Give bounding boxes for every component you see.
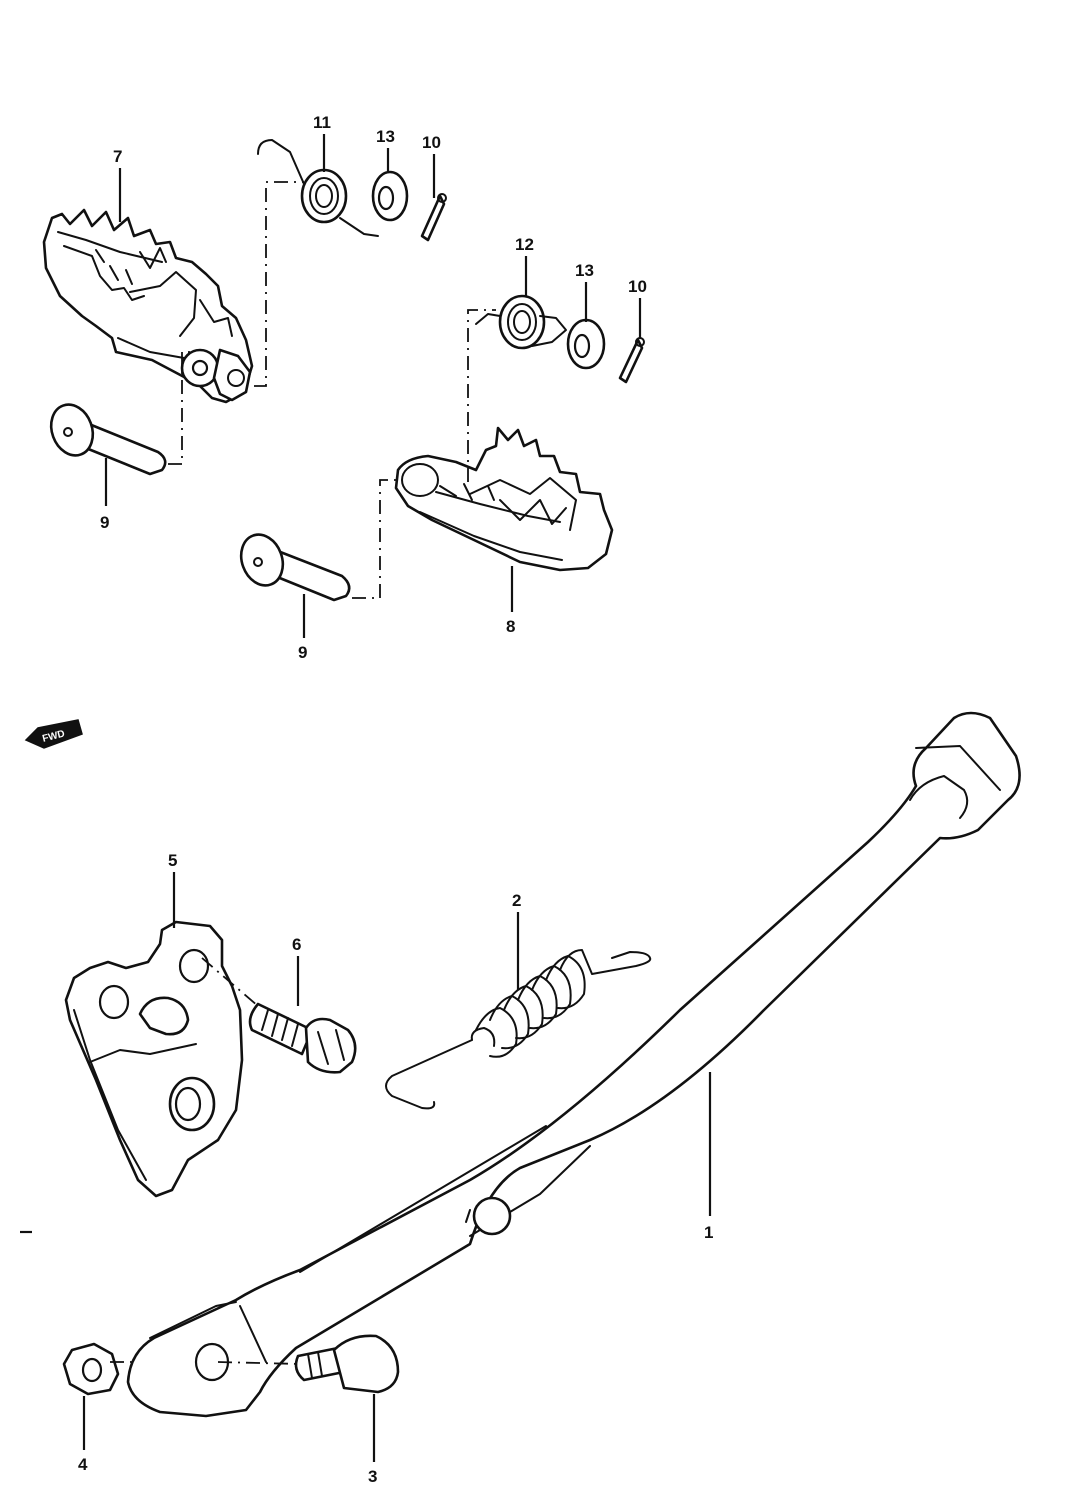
footrest-left <box>42 208 254 404</box>
front-direction-badge: FWD <box>24 719 83 749</box>
callout-13-upper: 13 <box>376 127 395 146</box>
callout-9-upper: 9 <box>100 513 109 532</box>
cotter-pin-lower <box>618 337 645 384</box>
pivot-bolt <box>294 1334 400 1394</box>
spring-11 <box>257 139 379 237</box>
callout-9-lower: 9 <box>298 643 307 662</box>
callout-13-lower: 13 <box>575 261 594 280</box>
pivot-nut <box>62 1342 120 1396</box>
callout-2: 2 <box>512 891 521 910</box>
leader-lines <box>20 134 712 1462</box>
callout-7: 7 <box>113 147 122 166</box>
assembly-lines <box>110 181 496 1365</box>
callout-12: 12 <box>515 235 534 254</box>
callout-10-lower: 10 <box>628 277 647 296</box>
callout-4: 4 <box>78 1455 88 1474</box>
side-stand <box>126 711 1021 1418</box>
callout-3: 3 <box>368 1467 377 1486</box>
callout-1: 1 <box>704 1223 713 1242</box>
return-spring <box>385 949 652 1110</box>
footrest-right <box>394 426 614 572</box>
callout-10-upper: 10 <box>422 133 441 152</box>
spring-12 <box>475 294 567 350</box>
pin-upper <box>49 403 167 476</box>
stand-bracket <box>64 920 244 1198</box>
washer-upper <box>371 170 409 222</box>
callout-11: 11 <box>313 113 331 132</box>
front-direction-text: FWD <box>41 729 66 745</box>
callout-numbers: 7 11 13 10 12 13 10 9 9 8 5 6 2 1 4 3 <box>78 113 713 1486</box>
callout-5: 5 <box>168 851 177 870</box>
bracket-bolt <box>248 1002 357 1074</box>
pin-lower <box>239 533 351 602</box>
callout-6: 6 <box>292 935 301 954</box>
callout-8: 8 <box>506 617 515 636</box>
washer-lower <box>566 318 606 370</box>
cotter-pin-upper <box>420 193 447 242</box>
